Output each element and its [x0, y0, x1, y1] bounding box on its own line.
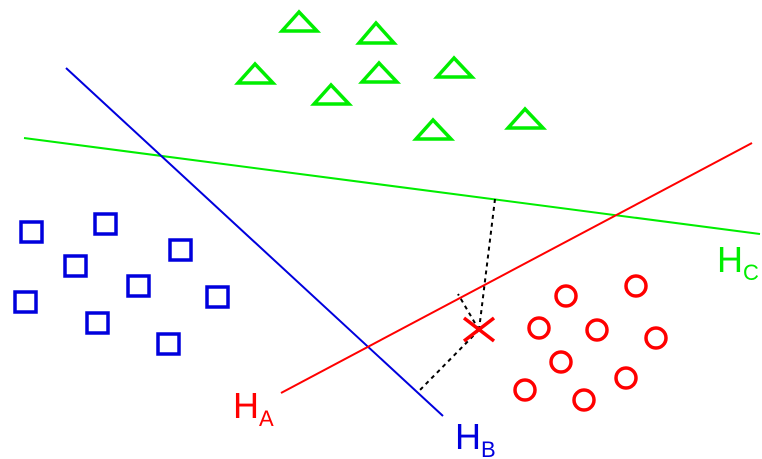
distance-guide-h-c — [478, 198, 496, 331]
triangle-marker — [234, 61, 278, 85]
circle-marker — [644, 326, 668, 350]
distance-guide-h-b — [417, 329, 480, 393]
square-marker — [63, 254, 88, 278]
label-h-b: HB — [455, 416, 496, 459]
query-point-cross — [462, 316, 496, 343]
circle-marker — [585, 318, 609, 342]
label-h-a: HA — [233, 385, 274, 431]
class-b-squares — [13, 212, 230, 356]
triangle-marker — [433, 55, 477, 79]
triangle-marker — [310, 82, 354, 106]
class-a-circles — [513, 274, 668, 412]
label-h-c: HC — [717, 239, 759, 285]
square-marker — [13, 290, 38, 314]
circle-marker — [554, 284, 578, 308]
triangle-marker — [358, 60, 402, 84]
line-h-a — [280, 142, 753, 394]
square-marker — [156, 332, 181, 356]
triangle-marker — [504, 106, 548, 130]
distance-guide-h-a — [457, 293, 480, 331]
triangle-marker — [278, 9, 322, 33]
circle-marker — [513, 378, 537, 402]
circle-marker — [527, 316, 551, 340]
square-marker — [19, 220, 44, 244]
triangle-marker — [412, 117, 456, 141]
circle-marker — [624, 274, 648, 298]
circle-marker — [614, 366, 638, 390]
circle-marker — [549, 350, 573, 374]
circle-marker — [572, 388, 596, 412]
distance-guides — [417, 198, 496, 393]
square-marker — [85, 311, 110, 335]
square-marker — [205, 285, 230, 309]
triangle-marker — [355, 20, 398, 45]
square-marker — [93, 212, 118, 236]
line-h-b — [65, 67, 444, 417]
square-marker — [126, 274, 151, 298]
class-c-triangles — [234, 9, 548, 141]
square-marker — [168, 238, 193, 262]
line-h-c — [23, 137, 761, 235]
